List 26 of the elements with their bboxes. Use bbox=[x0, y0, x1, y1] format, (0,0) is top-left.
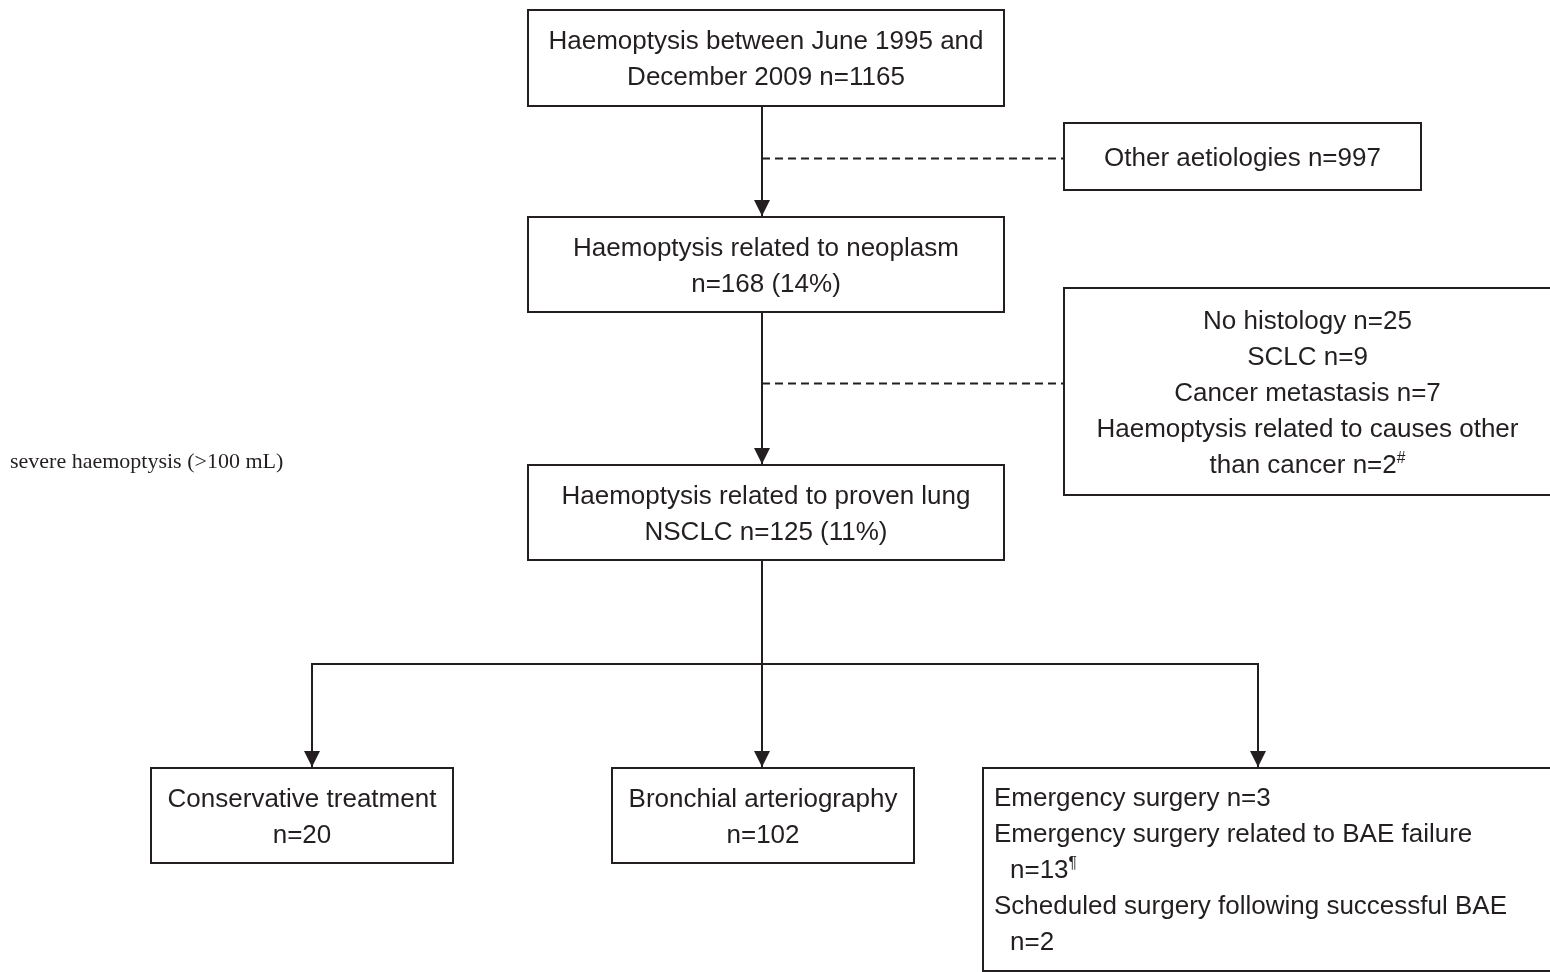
process-box bbox=[1063, 122, 1422, 191]
arrow bbox=[754, 312, 770, 465]
box-text: Conservative treatment n=20 bbox=[166, 781, 438, 851]
box-text: Scheduled surgery following successful BAE n=2 bbox=[994, 889, 1509, 958]
process-box bbox=[982, 767, 1550, 972]
box-text: Haemoptysis between June 1995 and December 2009 n=1165 bbox=[547, 24, 985, 93]
box-text: Emergency surgery related to BAE failure n=13$^{¶}$ bbox=[994, 817, 1474, 886]
box-text: Other aetiologies n=997 bbox=[1104, 140, 1381, 174]
box-text: Cancer metastasis n=7 bbox=[1174, 375, 1441, 409]
note-text: severe haemoptysis (>100 mL) bbox=[10, 448, 284, 474]
process-box bbox=[527, 464, 1005, 561]
box-text: Bronchial arteriography n=102 bbox=[627, 781, 899, 851]
box-text: No histology n=25 bbox=[1203, 303, 1412, 337]
box-text: Haemoptysis related to proven lung NSCLC n=125 (11%) bbox=[560, 478, 972, 548]
dashed-connector bbox=[761, 157, 1064, 160]
box-text: Haemoptysis related to causes other than cancer n=2$^{#}$ bbox=[1095, 411, 1520, 481]
process-box bbox=[611, 767, 915, 864]
box-text: Haemoptysis related to neoplasm n=168 (14%) bbox=[572, 230, 960, 300]
dashed-connector bbox=[761, 382, 1064, 385]
process-box bbox=[527, 216, 1005, 313]
process-box bbox=[527, 9, 1005, 107]
arrow bbox=[754, 106, 770, 217]
box-text: Emergency surgery n=3 bbox=[994, 781, 1271, 814]
box-text: SCLC n=9 bbox=[1247, 339, 1368, 373]
process-box bbox=[1063, 287, 1550, 496]
process-box bbox=[150, 767, 454, 864]
